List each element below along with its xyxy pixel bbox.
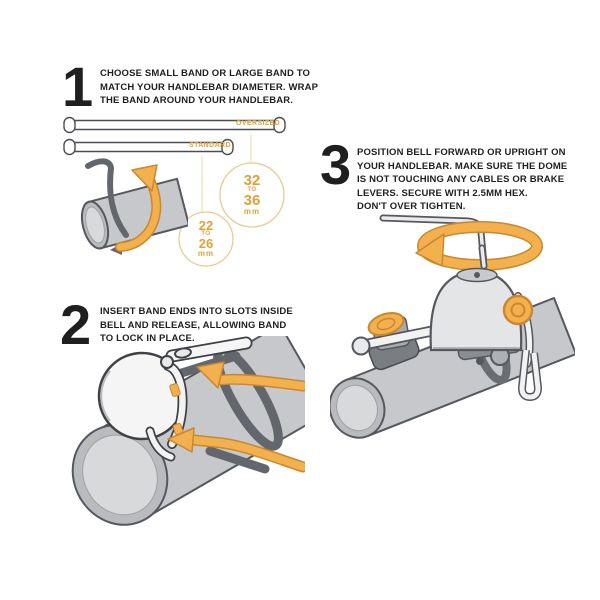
insert-arrow-bottom-icon [167, 427, 305, 473]
forward-bell-lever-icon [351, 323, 448, 356]
large-diameter-value: 32 TO 36 mm [232, 172, 272, 216]
handlebar-tube-end [71, 424, 169, 526]
large-unit: mm [243, 207, 261, 216]
handlebar-tube-end [330, 377, 386, 439]
oversized-band-label: OVERSIZED [236, 120, 281, 127]
rotation-arrow-icon [415, 221, 543, 271]
band-size-guide-illustration [63, 116, 286, 267]
step-1-number: 1 [62, 55, 94, 118]
small-to: 26 [198, 236, 214, 251]
step-1-text: CHOOSE SMALL BAND OR LARGE BAND TO MATCH… [100, 68, 319, 106]
step-3-text: POSITION BELL FORWARD OR UPRIGHT ON YOUR… [357, 147, 568, 212]
wrap-direction-arrow-icon [110, 164, 162, 255]
standard-band-icon [63, 138, 234, 156]
band-insert-illustration [71, 336, 305, 526]
small-unit: mm [197, 249, 215, 258]
bell-body-icon [97, 336, 253, 462]
step-2-number: 2 [60, 293, 92, 356]
hex-key-tip-highlight [480, 246, 486, 268]
handlebar-tube-end [80, 200, 110, 250]
bell-dome-icon [429, 267, 523, 352]
step-3-number: 3 [320, 133, 352, 196]
bell-button-icon [502, 294, 534, 326]
large-diameter-circle [219, 162, 285, 228]
large-from: 32 [243, 172, 261, 189]
small-diameter-circle [178, 211, 234, 267]
forward-bell-button-icon [367, 311, 405, 337]
step-2-text: INSERT BAND ENDS INTO SLOTS INSIDE BELL … [100, 306, 293, 344]
mount-band-icon [85, 158, 129, 238]
handlebar-wrap-illustration [80, 158, 188, 255]
band-slot-top [169, 383, 181, 397]
bell-positioning-illustration [330, 214, 575, 439]
standard-band-label: STANDARD [189, 142, 231, 149]
large-to: 36 [243, 192, 261, 209]
large-joiner: TO [247, 187, 257, 193]
bell-lever-icon [160, 336, 253, 369]
small-from: 22 [198, 218, 214, 233]
oversized-band-icon [63, 116, 286, 134]
hex-socket-icon [474, 272, 480, 278]
small-joiner: TO [201, 231, 211, 237]
small-diameter-value: 22 TO 26 mm [186, 218, 226, 258]
forward-bell-icon [351, 311, 448, 371]
insert-arrow-top-icon [196, 361, 305, 392]
